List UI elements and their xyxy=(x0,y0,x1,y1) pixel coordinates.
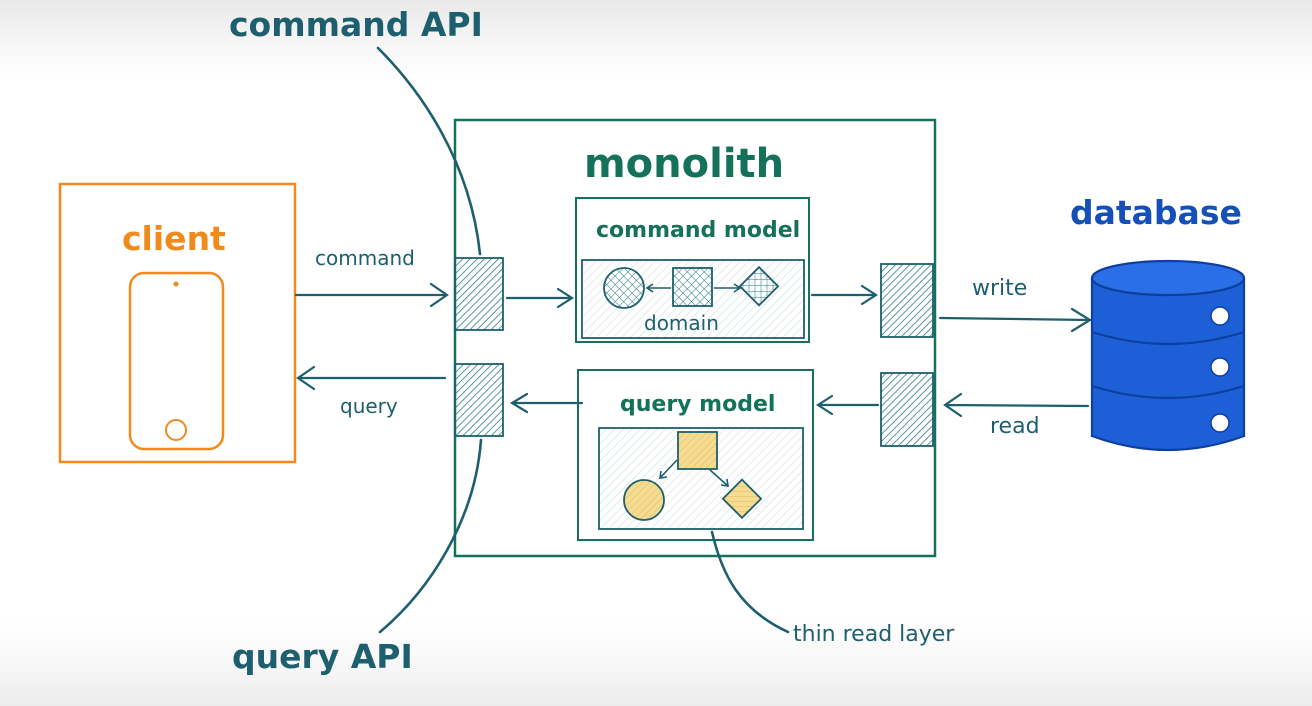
domain-square-shape xyxy=(672,267,713,307)
read-diamond-shape xyxy=(721,478,763,520)
command-arrow-label: command xyxy=(315,246,415,270)
command-model-box xyxy=(575,197,810,343)
monolith-title: monolith xyxy=(584,141,785,187)
query-model-to-api-arrow xyxy=(509,392,584,414)
query-model-box xyxy=(577,369,814,541)
write-arrow xyxy=(938,307,1093,333)
query-model-label: query model xyxy=(620,392,776,417)
command-api-callout-line xyxy=(376,46,482,256)
read-circle-shape xyxy=(623,479,665,521)
write-arrow-label: write xyxy=(972,276,1028,301)
command-api-port xyxy=(454,257,504,331)
query-api-port xyxy=(454,363,504,437)
write-port xyxy=(880,263,934,338)
command-api-label: command API xyxy=(229,5,483,44)
thin-read-layer-callout-line xyxy=(710,530,790,634)
domain-arrow-left xyxy=(645,283,671,293)
command-api-to-model-arrow xyxy=(505,287,575,309)
phone-camera xyxy=(173,281,179,287)
read-port xyxy=(880,372,934,447)
read-arrow xyxy=(943,392,1090,418)
read-arrow-right xyxy=(709,469,729,487)
phone-home-button xyxy=(165,419,187,441)
query-arrow-label: query xyxy=(340,394,398,418)
database-icon xyxy=(1090,259,1246,452)
domain-diamond-shape xyxy=(738,265,780,307)
thin-read-layer-label: thin read layer xyxy=(793,622,955,647)
read-port-to-query-model-arrow xyxy=(815,394,880,416)
read-arrow-left xyxy=(659,459,678,479)
query-api-label: query API xyxy=(232,637,413,676)
query-arrow xyxy=(296,365,447,391)
command-arrow xyxy=(294,282,449,308)
client-label: client xyxy=(122,219,226,258)
query-api-callout-line xyxy=(378,438,483,634)
read-arrow-label: read xyxy=(990,414,1040,439)
monolith-box xyxy=(453,118,937,558)
domain-arrow-right xyxy=(714,283,742,293)
read-square-shape xyxy=(677,431,718,470)
database-label: database xyxy=(1070,193,1242,232)
client-box xyxy=(58,182,297,464)
domain-circle-shape xyxy=(603,267,645,309)
phone-icon xyxy=(128,271,225,451)
command-model-label: command model xyxy=(596,218,801,243)
domain-label: domain xyxy=(644,311,719,335)
command-model-to-write-port-arrow xyxy=(810,284,879,306)
